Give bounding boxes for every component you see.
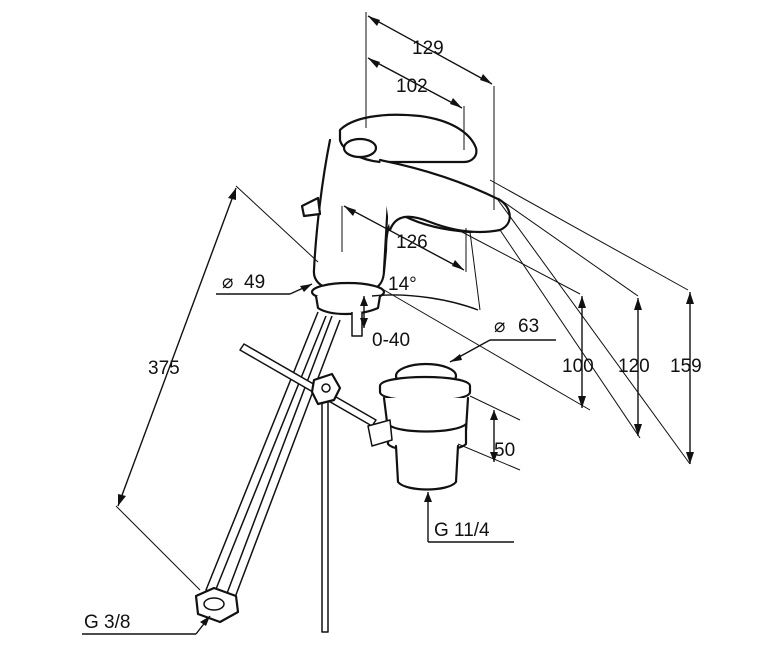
pop-up-waste [367, 362, 472, 491]
dim-50: 50 [494, 440, 515, 461]
faucet-spout [378, 158, 511, 234]
popup-rod [239, 343, 377, 633]
faucet-body [300, 113, 511, 337]
dim-100: 100 [562, 356, 594, 377]
dim-102: 102 [396, 76, 428, 97]
base-mount [314, 294, 382, 316]
hose-left [205, 311, 327, 595]
lever-cap [342, 137, 378, 159]
dim-diameter-49: 49 [244, 272, 265, 293]
diameter-symbol-63: ⌀ [494, 316, 505, 337]
rod-vertical [321, 389, 329, 633]
side-plate [300, 196, 322, 218]
dim-angle-14: 14° [388, 274, 417, 295]
dim-129: 129 [412, 38, 444, 59]
dimension-lines [82, 12, 694, 635]
thread-g-3-8: G 3/8 [84, 612, 130, 633]
dim-range-0-40: 0-40 [372, 330, 410, 351]
dim-120: 120 [618, 356, 650, 377]
waste-tail [394, 444, 460, 491]
dim-159: 159 [670, 356, 702, 377]
dim-diameter-63: 63 [518, 316, 539, 337]
waste-side-arm [367, 419, 393, 447]
connector-nut [203, 597, 225, 611]
waste-flange [378, 375, 472, 403]
dim-375: 375 [148, 358, 180, 379]
popup-rod-stub [351, 312, 363, 337]
rod-clamp-screw [321, 383, 331, 393]
dimension-labels: 129 102 126 14° ⌀ 49 0-40 ⌀ 63 100 120 1… [84, 38, 702, 633]
diameter-symbol-49: ⌀ [222, 272, 233, 293]
dim-126: 126 [396, 232, 428, 253]
thread-g-1-1-4: G 11/4 [434, 520, 490, 541]
